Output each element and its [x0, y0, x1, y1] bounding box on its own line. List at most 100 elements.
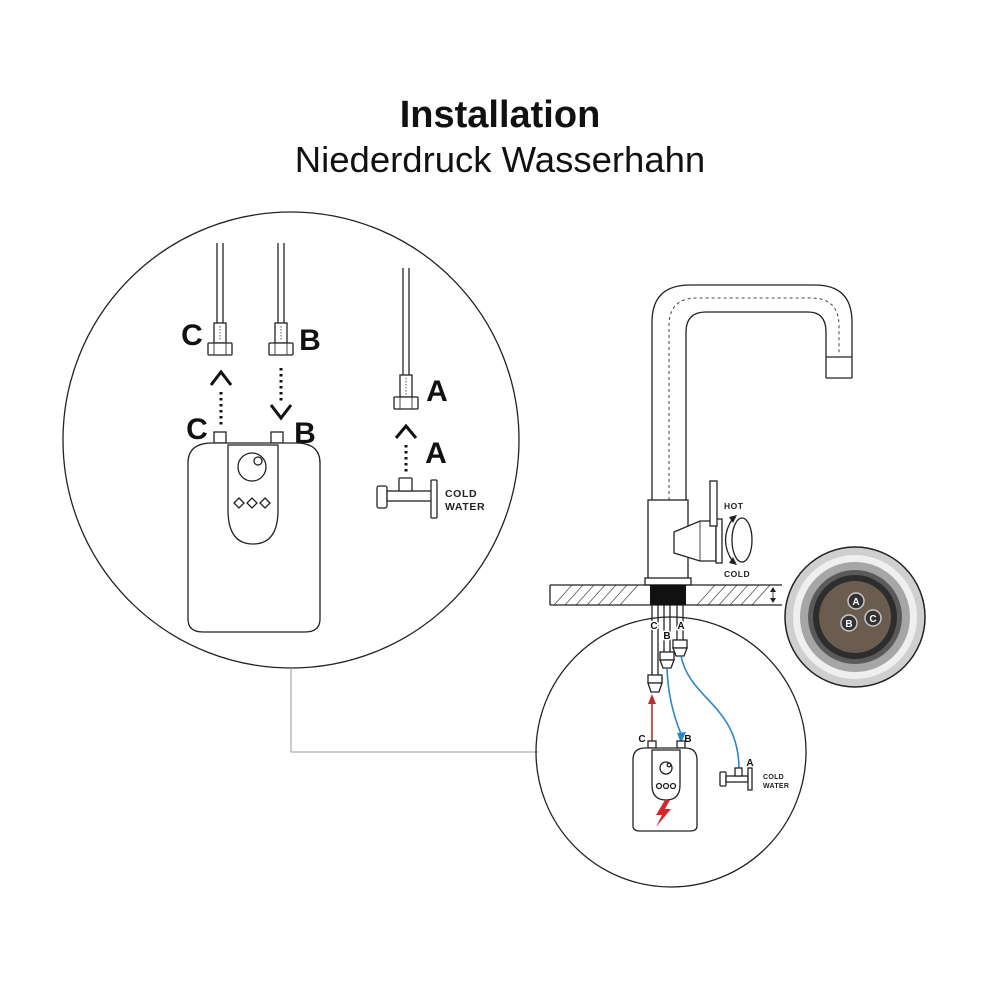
valve-inlet-fitting — [376, 485, 388, 509]
underside-port-c-label: C — [869, 614, 876, 625]
cold-feed-line-b — [666, 667, 682, 735]
overview-water-heater — [632, 740, 698, 832]
detail-cold-water-valve — [376, 477, 438, 519]
hot-water-arrow-up-icon — [648, 694, 656, 704]
heater-diamond-icon — [246, 497, 258, 509]
ov-heater-panel — [651, 749, 681, 801]
detail-cold-water-label-line1: COLD — [445, 488, 477, 500]
ov-hose-c-fitting — [647, 682, 663, 693]
valve-handle — [430, 479, 438, 519]
countertop-hatch-line — [575, 584, 595, 606]
thickness-arrow-up-icon — [770, 587, 776, 592]
faucet-internal-hose — [668, 297, 840, 500]
detail-cold-water-label-line2: WATER — [445, 501, 485, 513]
cold-feed-arrow-down-icon — [677, 732, 686, 743]
countertop-hatch-line — [729, 584, 749, 606]
ov-hose-b-fitting — [659, 659, 675, 669]
overview-cold-water-valve — [719, 767, 753, 791]
faucet-cold-label: COLD — [724, 569, 750, 579]
underside-port-c — [864, 609, 882, 627]
ov-hose-a-fitting — [672, 647, 688, 657]
overview-hose-b — [659, 605, 675, 669]
rotation-arrow-icon — [724, 517, 734, 563]
faucet-hot-label: HOT — [724, 501, 744, 511]
cold-supply-line-a — [680, 655, 740, 769]
ov-hose-b-label: B — [663, 631, 670, 642]
underside-view: A B C — [784, 546, 926, 688]
detail-valve-a-label: A — [425, 437, 447, 470]
faucet-spout-inner — [685, 311, 827, 500]
faucet-spout-outer — [651, 284, 853, 500]
heater-diamond-icon — [259, 497, 271, 509]
countertop-hatch-line — [553, 584, 573, 606]
ov-valve-pipe — [725, 775, 749, 783]
countertop-hatching — [553, 584, 771, 606]
detail-hose-c-label: C — [181, 319, 203, 352]
rotation-arrowhead-bottom-icon — [729, 557, 737, 565]
detail-hose-a — [393, 268, 419, 410]
detail-hose-b — [268, 243, 294, 356]
valve-outlet-stem — [398, 477, 413, 492]
thickness-arrow-down-icon — [770, 598, 776, 603]
countertop-hatch-line — [707, 584, 727, 606]
countertop-hatch-line — [564, 584, 584, 606]
page-title: Installation — [400, 94, 601, 136]
ov-valve-handle — [747, 767, 753, 791]
detail-water-heater — [187, 431, 321, 633]
underside-port-a-label: A — [852, 597, 859, 608]
page-subtitle: Niederdruck Wasserhahn — [295, 139, 705, 180]
countertop-hatch-line — [619, 584, 639, 606]
countertop — [549, 584, 782, 606]
ov-heater-indicator-dot-icon — [662, 782, 670, 790]
countertop-hatch-line — [696, 584, 716, 606]
detail-hose-b-label: B — [299, 324, 321, 357]
hose-a-fitting-nut — [393, 396, 419, 410]
rotation-arrowhead-top-icon — [729, 515, 737, 523]
underside-port-a — [847, 592, 865, 610]
faucet: HOT COLD — [644, 284, 853, 586]
ov-hose-b-nut — [659, 651, 675, 661]
underside-port-b-label: B — [845, 619, 852, 630]
detail-port-b-label: B — [294, 417, 316, 450]
heater-diamond-icon — [233, 497, 245, 509]
heater-dial-indicator — [253, 456, 263, 466]
heater-port-b — [270, 431, 284, 444]
ov-valve-inlet — [719, 771, 727, 787]
ov-valve-outlet — [734, 767, 743, 777]
ov-heater-indicator-dot-icon — [655, 782, 663, 790]
electric-lightning-icon — [656, 800, 671, 827]
countertop-hatch-line — [718, 584, 738, 606]
detail-view: C B C B — [62, 211, 520, 669]
ov-hose-a-nut — [672, 639, 688, 649]
ov-valve-a-label: A — [746, 758, 753, 769]
detail-port-c-label: C — [186, 413, 208, 446]
heater-dial-icon — [237, 452, 267, 482]
faucet-lever-handle — [709, 480, 718, 527]
detail-hose-a-label: A — [426, 375, 448, 408]
overview-circle — [535, 616, 807, 888]
faucet-lever-disc — [731, 517, 753, 563]
detail-hose-c — [207, 243, 233, 356]
countertop-hatch-line — [608, 584, 628, 606]
countertop-hatch-line — [597, 584, 617, 606]
hose-c-fitting-nut — [207, 342, 233, 356]
ov-hose-a-label: A — [677, 621, 684, 632]
countertop-hatch-line — [740, 584, 760, 606]
ov-port-b-label: B — [684, 734, 691, 745]
underside-port-b — [840, 614, 858, 632]
faucet-mounting-shank — [650, 585, 686, 605]
countertop-hatch-line — [586, 584, 606, 606]
overview-hose-a — [672, 605, 688, 657]
ov-hose-c-nut — [647, 674, 663, 684]
overview-view: C B A C B — [535, 605, 807, 888]
valve-pipe — [386, 490, 433, 502]
hose-b-fitting-nut — [268, 342, 294, 356]
faucet-lever-cap — [715, 518, 723, 564]
ov-heater-indicator-dot-icon — [669, 782, 677, 790]
detail-connector-line — [290, 668, 538, 753]
ov-heater-port-c — [647, 740, 657, 749]
detail-arrow-c-up-icon — [209, 369, 233, 386]
detail-arrow-b-down-icon — [269, 404, 293, 421]
ov-heater-dial-indicator — [666, 762, 672, 768]
